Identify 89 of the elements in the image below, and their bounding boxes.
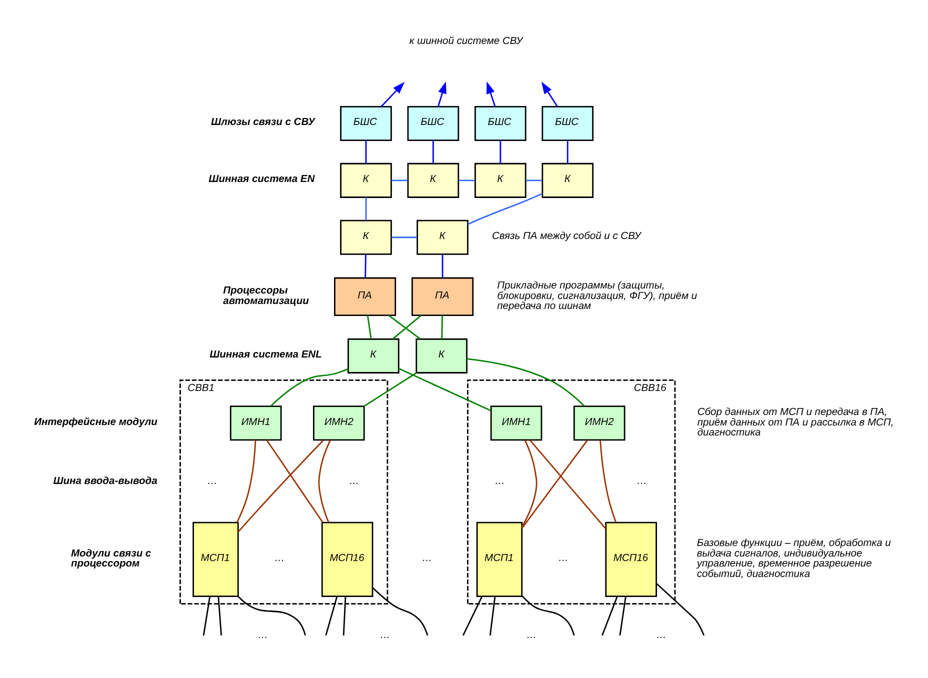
node-box: МСП16 xyxy=(321,521,374,597)
label: Модули связи с процессором xyxy=(70,548,152,570)
label: … xyxy=(558,552,569,564)
connector xyxy=(388,314,421,340)
node-box: К xyxy=(348,338,400,373)
connector xyxy=(366,314,372,339)
label: Интерфейсные модули xyxy=(34,416,158,428)
connector xyxy=(529,439,606,529)
arrow xyxy=(438,80,446,106)
node-box: ПА xyxy=(334,276,396,316)
node-box: К xyxy=(474,162,526,198)
connector xyxy=(398,367,492,411)
connector xyxy=(325,596,338,636)
label: … xyxy=(494,476,506,487)
arrow xyxy=(541,81,558,106)
label: Процессоры автоматизации xyxy=(223,285,309,306)
label: … xyxy=(636,476,647,487)
connector xyxy=(521,439,588,528)
connector xyxy=(365,140,367,163)
label: … xyxy=(526,630,537,641)
connector xyxy=(236,439,256,522)
label: Шлюзы связи с СВУ xyxy=(211,116,315,128)
connector xyxy=(500,140,502,163)
label: … xyxy=(349,476,360,487)
connector xyxy=(489,596,496,636)
connector xyxy=(441,314,443,338)
connector xyxy=(318,439,331,522)
label: … xyxy=(258,630,268,641)
connector xyxy=(238,596,306,636)
connector xyxy=(521,439,538,527)
connector xyxy=(372,586,428,636)
label: Шинная система ENL xyxy=(210,349,322,360)
node-box: МСП16 xyxy=(605,521,657,597)
node-box: БШС xyxy=(340,106,392,140)
connector xyxy=(365,196,367,220)
connector xyxy=(391,236,417,238)
node-box: МСП1 xyxy=(476,521,523,597)
connector xyxy=(522,594,575,636)
connector xyxy=(238,439,324,532)
connector xyxy=(467,192,543,224)
connector xyxy=(364,372,417,406)
connector xyxy=(566,140,568,163)
label: … xyxy=(207,476,218,487)
connector xyxy=(602,596,618,636)
label: … xyxy=(274,552,285,564)
connector xyxy=(442,254,444,278)
node-box: ИМН1 xyxy=(230,405,282,440)
node-box: ИМН1 xyxy=(490,405,542,440)
connector xyxy=(392,314,422,339)
label: … xyxy=(656,630,667,641)
node-box: МСП1 xyxy=(192,521,239,597)
connector xyxy=(619,596,626,636)
connector xyxy=(202,596,211,636)
node-box: ИМН2 xyxy=(573,405,626,440)
label: Шина ввода-вывода xyxy=(53,476,158,487)
connector xyxy=(270,368,348,406)
connector xyxy=(364,254,366,278)
connector xyxy=(462,596,483,636)
label: Шинная система EN xyxy=(208,174,315,185)
connector xyxy=(218,596,222,636)
node-box: БШС xyxy=(542,106,594,140)
label: Базовые функции – приём, обработка и выдача сигналов, индивидуальное управление, временное разрешение событий, диагностика xyxy=(696,538,891,580)
label: к шинной системе СВУ xyxy=(409,36,523,47)
label: Сбор данных от МСП и передача в ПА, приём данных от ПА и рассылка в МСП, диагностика xyxy=(697,406,894,438)
node-box: К xyxy=(416,338,468,373)
connector xyxy=(432,140,434,163)
node-box: ИМН2 xyxy=(313,405,365,440)
connector xyxy=(526,179,542,181)
label: Прикладные программы (защиты, блокировки, сигнализация, ФГУ), приём и передача по шинам xyxy=(497,280,698,312)
node-box: К xyxy=(407,162,460,198)
connector xyxy=(458,179,475,181)
connector xyxy=(656,582,705,636)
node-box: К xyxy=(340,219,392,254)
node-box: БШС xyxy=(407,106,460,140)
connector xyxy=(266,439,324,522)
node-box: К xyxy=(542,162,594,198)
node-box: ПА xyxy=(412,276,474,316)
connector xyxy=(391,179,408,181)
connector xyxy=(466,358,585,406)
label: … xyxy=(422,552,432,564)
label: … xyxy=(380,630,390,641)
node-box: БШС xyxy=(474,106,526,140)
label: Связь ПА между собой и с СВУ xyxy=(492,230,641,242)
arrow xyxy=(380,81,405,107)
node-box: К xyxy=(416,219,468,254)
node-box: К xyxy=(340,162,392,198)
connector xyxy=(600,440,616,522)
arrow xyxy=(486,80,496,106)
connector xyxy=(342,596,346,636)
